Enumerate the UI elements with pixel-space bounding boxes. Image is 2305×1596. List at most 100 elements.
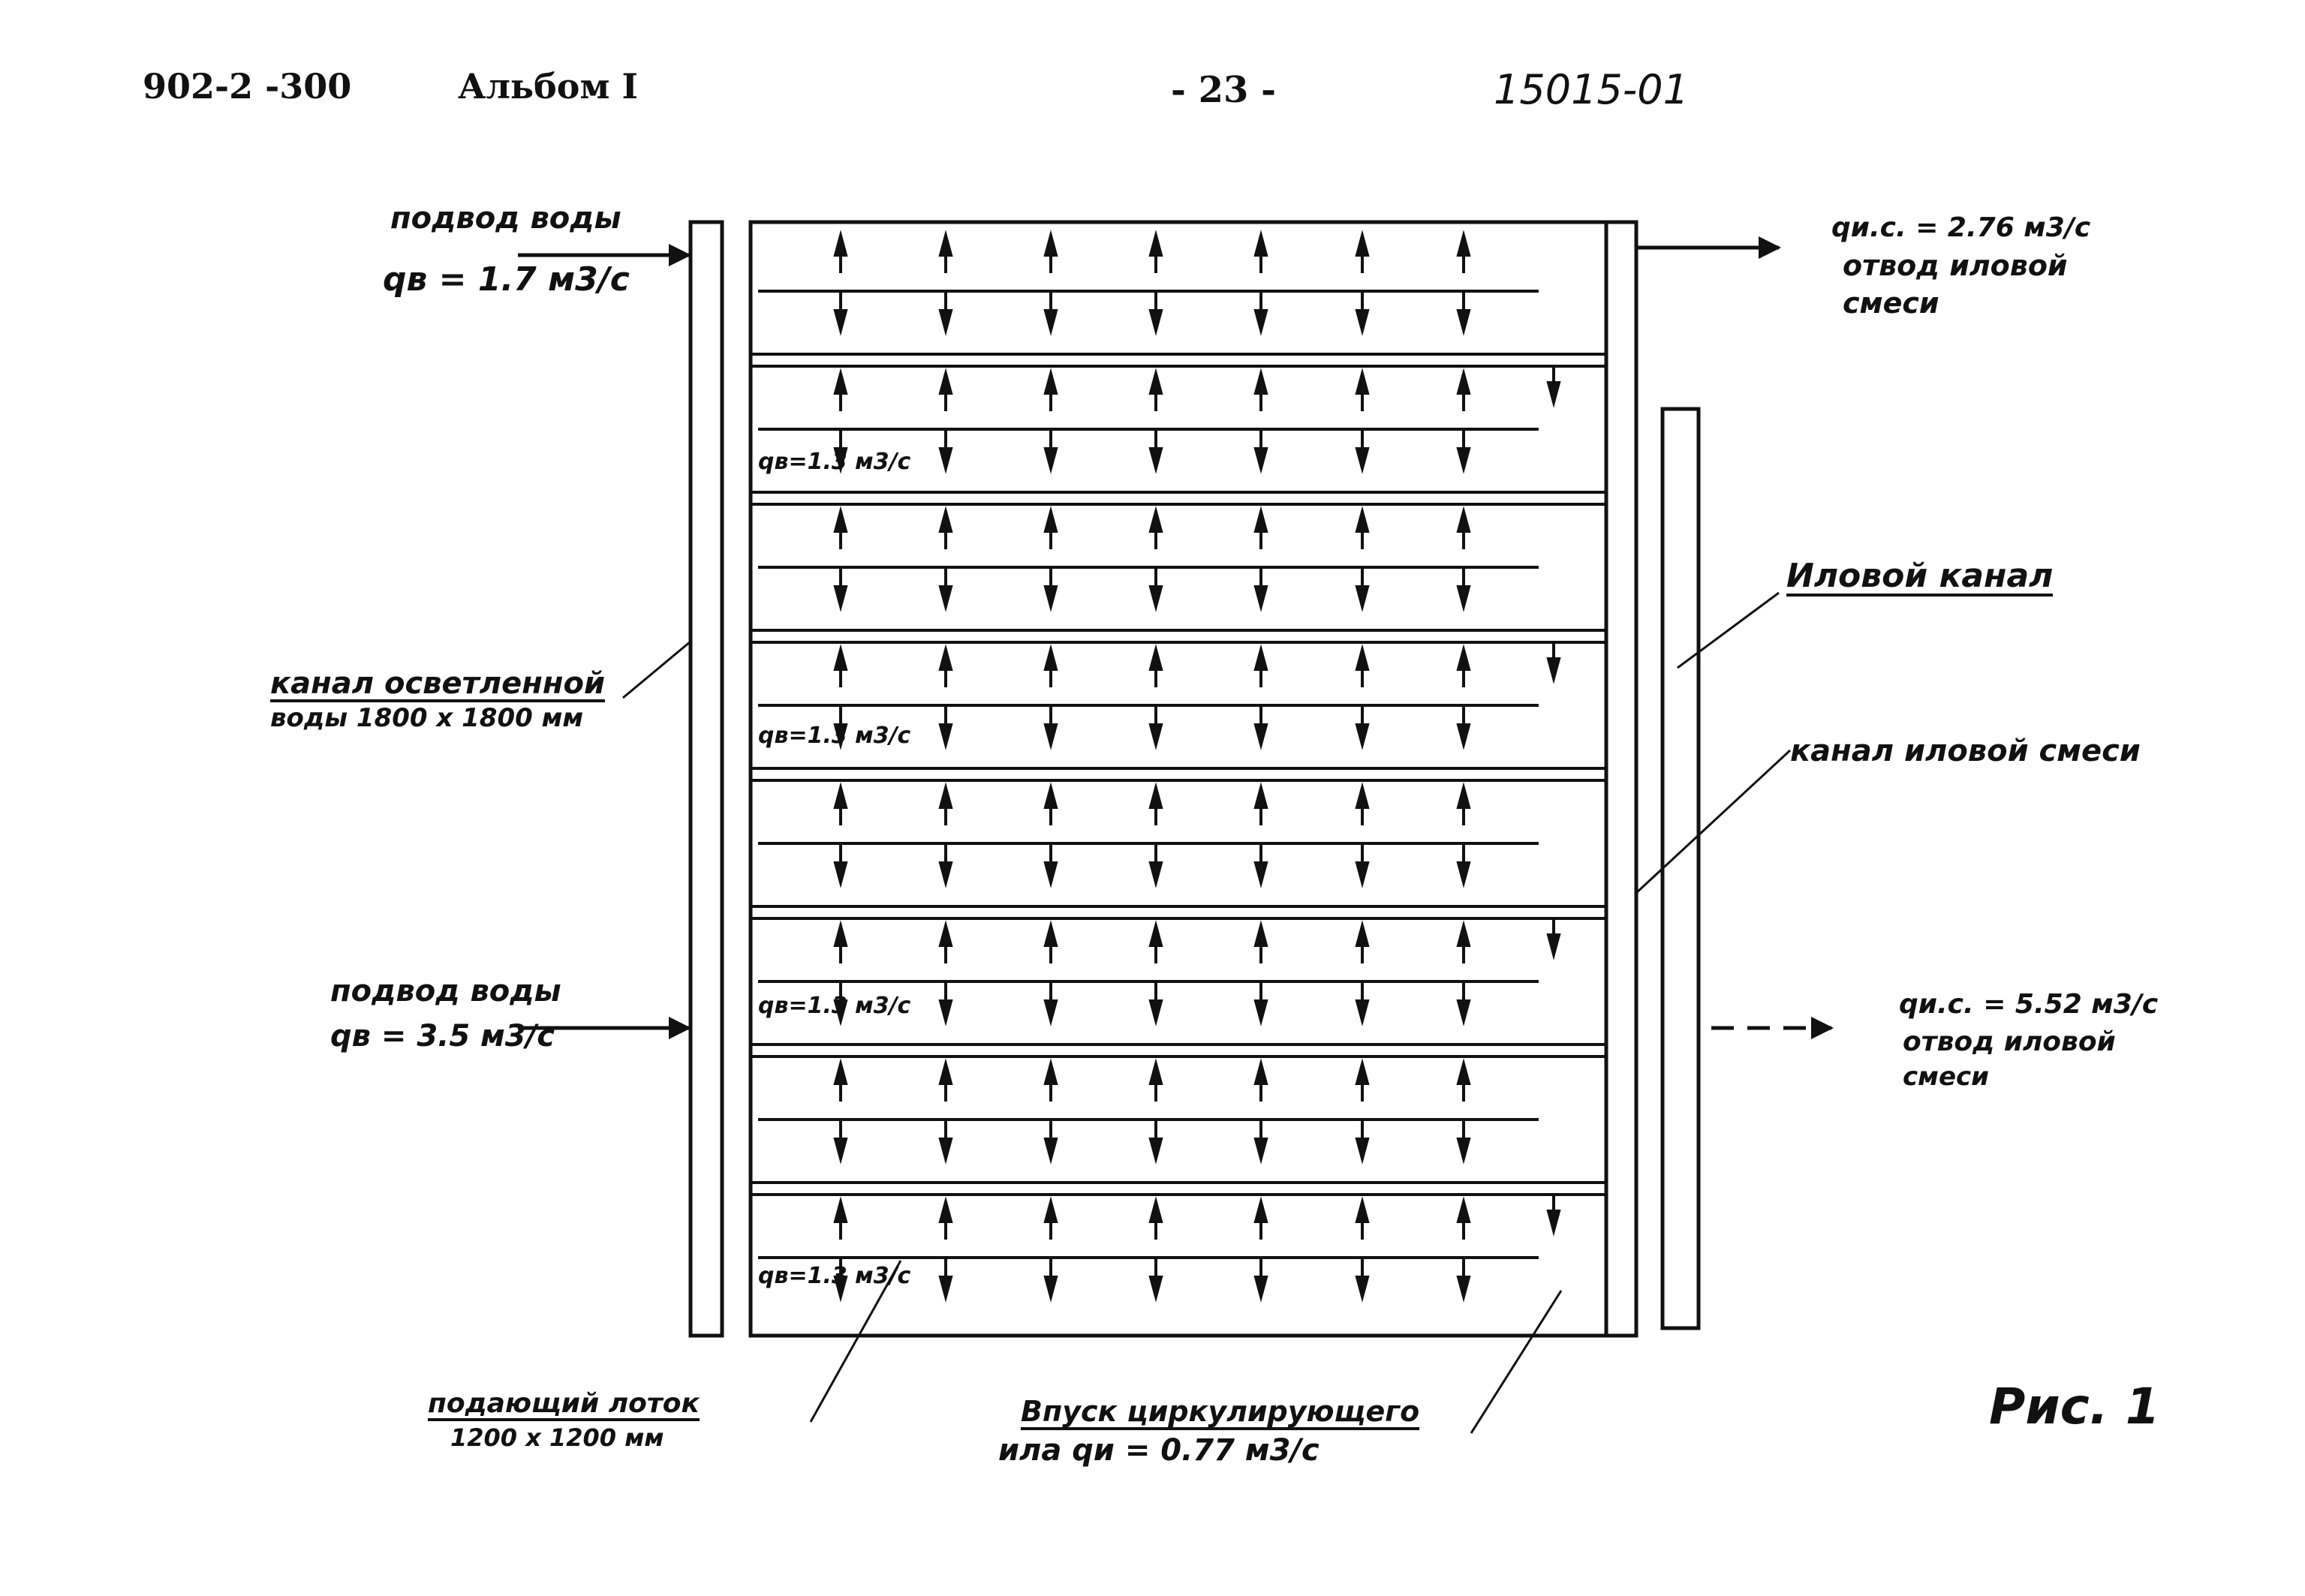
flow-arrow-up xyxy=(1253,644,1268,671)
flow-arrow-up xyxy=(833,1196,848,1223)
leader-clarified-channel xyxy=(622,640,691,699)
flow-arrow-up xyxy=(1148,782,1163,809)
flow-arrow-down xyxy=(938,999,953,1026)
flow-arrow-down xyxy=(1043,585,1058,612)
leader-lines xyxy=(622,591,1792,1434)
flow-arrow-down xyxy=(938,723,953,750)
flow-arrow-up xyxy=(1355,1058,1370,1085)
label-sludge-channel: Иловой канал xyxy=(1786,558,2054,597)
flow-arrow-up xyxy=(1043,506,1058,533)
flow-arrow-down xyxy=(1253,447,1268,474)
flow-arrow-up xyxy=(938,1196,953,1223)
flow-arrow-down xyxy=(938,861,953,888)
flow-arrow-up xyxy=(1043,782,1058,809)
flow-arrow-up xyxy=(1043,920,1058,947)
flow-arrow-up xyxy=(1456,782,1471,809)
label-sludge-mix-channel: канал иловой смеси xyxy=(1790,734,2141,768)
flow-arrow-up xyxy=(1043,368,1058,395)
flow-arrow-up xyxy=(1253,368,1268,395)
flow-arrow-up xyxy=(1355,644,1370,671)
flow-arrow-up xyxy=(833,782,848,809)
flow-arrow-up xyxy=(1253,1196,1268,1223)
sludge-mixture-channel xyxy=(1604,220,1638,1338)
section-flow-label-2: qв=1.3 м3/с xyxy=(758,723,911,749)
flow-arrow-down xyxy=(1148,447,1163,474)
sludge-channel xyxy=(1660,407,1701,1330)
flow-arrow-up xyxy=(1456,368,1471,395)
flow-arrow-down xyxy=(938,447,953,474)
flow-arrow-up xyxy=(1148,506,1163,533)
flow-arrow-up xyxy=(833,368,848,395)
label-outlet-top-flow: qи.с. = 2.76 м3/с xyxy=(1831,212,2091,243)
flow-arrow-up xyxy=(938,230,953,257)
label-outlet-top-1: отвод иловой xyxy=(1843,249,2068,282)
flow-arrow-up xyxy=(1148,230,1163,257)
flow-arrow-up xyxy=(1043,230,1058,257)
label-circulation-inlet-1: Впуск циркулирующего xyxy=(1021,1396,1420,1430)
flow-arrow-up xyxy=(1355,782,1370,809)
flow-arrow-up xyxy=(1253,782,1268,809)
flow-arrow-down xyxy=(938,309,953,336)
flow-arrow-down xyxy=(1043,309,1058,336)
flow-arrow-down xyxy=(1253,1276,1268,1303)
label-outlet-bottom-1: отвод иловой xyxy=(1903,1026,2116,1057)
corridor-partitions xyxy=(751,290,1606,1259)
section-flow-label-4: qв=1.3 м3/с xyxy=(758,1263,911,1289)
flow-arrow-down xyxy=(1043,723,1058,750)
flow-arrow-up xyxy=(938,920,953,947)
flow-arrow-down xyxy=(833,309,848,336)
leader-circulation-inlet xyxy=(1470,1290,1563,1434)
leader-sludge-channel xyxy=(1677,591,1780,669)
document-number: 15015-01 xyxy=(1494,66,1689,113)
flow-arrow-down xyxy=(1253,999,1268,1026)
flow-arrow-up xyxy=(1148,920,1163,947)
flow-arrow-down xyxy=(1456,723,1471,750)
flow-arrow-down xyxy=(1355,309,1370,336)
flow-arrow-down xyxy=(1253,585,1268,612)
flow-arrow-down xyxy=(938,1138,953,1165)
flow-arrow-up xyxy=(938,368,953,395)
flow-arrow-down xyxy=(1456,585,1471,612)
flow-arrow-up xyxy=(1148,1196,1163,1223)
flow-arrow-down xyxy=(1355,585,1370,612)
flow-arrow-up xyxy=(1253,1058,1268,1085)
page-number: - 23 - xyxy=(1171,69,1277,111)
flow-arrow-down xyxy=(1355,999,1370,1026)
flow-arrow-up xyxy=(833,230,848,257)
flow-arrow-up xyxy=(1043,644,1058,671)
flow-arrow-down xyxy=(1148,1276,1163,1303)
flow-arrow-up xyxy=(1456,920,1471,947)
label-feed-tray-2: 1200 x 1200 мм xyxy=(450,1423,664,1452)
leader-sludge-mix-channel xyxy=(1635,749,1792,894)
flow-arrow-down xyxy=(1456,999,1471,1026)
flow-arrow-up xyxy=(1355,506,1370,533)
flow-arrow-down xyxy=(1456,861,1471,888)
label-circulation-inlet-2: ила qи = 0.77 м3/с xyxy=(998,1433,1320,1468)
section-flow-label-3: qв=1.3 м3/с xyxy=(758,993,911,1019)
flow-arrow-up xyxy=(1148,1058,1163,1085)
label-water-inlet-bottom: подвод воды xyxy=(330,974,561,1008)
flow-arrow-up xyxy=(1148,368,1163,395)
label-feed-tray-1: подающий лоток xyxy=(428,1390,700,1421)
flow-arrow-up xyxy=(1355,1196,1370,1223)
flow-arrow-up xyxy=(1253,230,1268,257)
flow-arrow-down xyxy=(1148,1138,1163,1165)
label-clarified-channel-2: воды 1800 x 1800 мм xyxy=(270,703,584,733)
flow-arrow-up xyxy=(1043,1058,1058,1085)
project-code: 902-2 -300 xyxy=(143,66,352,107)
flow-arrow-up xyxy=(833,920,848,947)
flow-arrow-down xyxy=(938,1276,953,1303)
flow-arrow-up xyxy=(833,644,848,671)
flow-arrow-down xyxy=(1043,447,1058,474)
flow-arrow-down xyxy=(833,1138,848,1165)
label-water-inlet-bottom-flow: qв = 3.5 м3/с xyxy=(330,1019,555,1053)
flow-arrow-up xyxy=(1355,230,1370,257)
flow-arrow-up xyxy=(1148,644,1163,671)
section-flow-label-1: qв=1.3 м3/с xyxy=(758,449,911,475)
circulation-arrow xyxy=(1546,381,1561,408)
label-outlet-bottom-flow: qи.с. = 5.52 м3/с xyxy=(1899,989,2159,1020)
flow-arrow-down xyxy=(1456,309,1471,336)
circulation-arrow xyxy=(1546,933,1561,960)
flow-arrow-down xyxy=(833,585,848,612)
